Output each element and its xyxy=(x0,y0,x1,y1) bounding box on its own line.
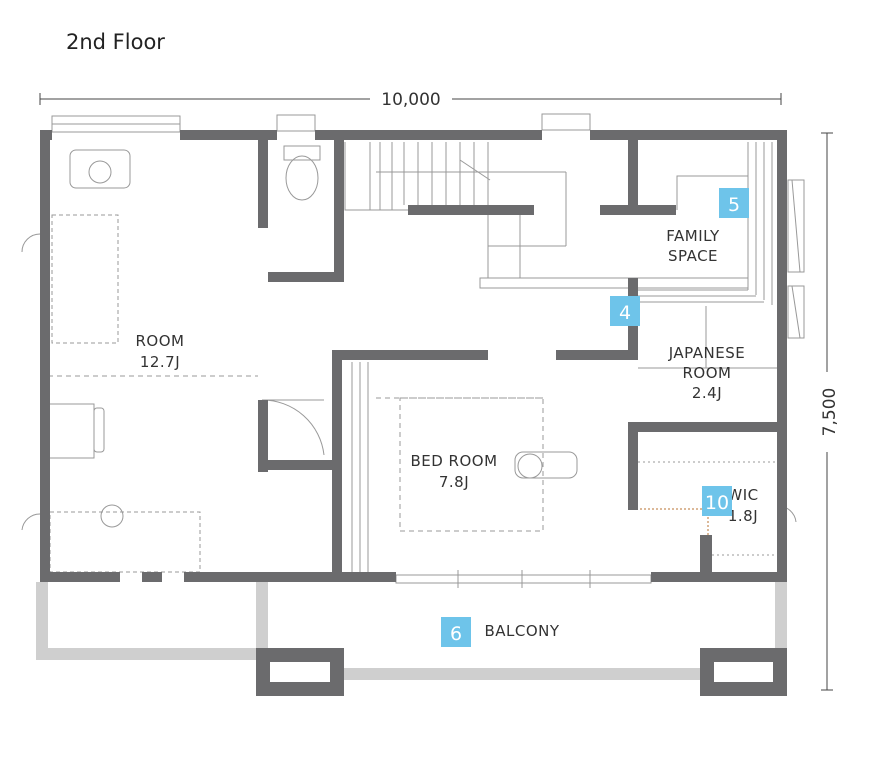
family-space-label-2: SPACE xyxy=(668,247,718,265)
japanese-room-label-1: JAPANESE xyxy=(668,344,745,362)
walls xyxy=(40,130,787,696)
width-dimension xyxy=(39,93,782,105)
balcony-label: BALCONY xyxy=(484,622,559,640)
room-size: 12.7J xyxy=(140,353,180,371)
height-dimension xyxy=(821,132,833,691)
svg-text:6: 6 xyxy=(450,623,462,645)
svg-text:5: 5 xyxy=(728,194,740,216)
floor-title: 2nd Floor xyxy=(66,30,165,54)
wic-label: WIC xyxy=(727,486,758,504)
balcony-walls xyxy=(36,582,787,680)
svg-text:4: 4 xyxy=(619,302,631,324)
balcony-box-inner xyxy=(270,662,773,682)
family-space-label-1: FAMILY xyxy=(666,227,720,245)
badge-5[interactable]: 5 xyxy=(719,188,749,218)
japanese-room-size: 2.4J xyxy=(692,384,722,402)
bedroom-size: 7.8J xyxy=(439,473,469,491)
height-label: 7,500 xyxy=(820,388,840,437)
japanese-room-label-2: ROOM xyxy=(683,364,732,382)
badge-6[interactable]: 6 xyxy=(441,617,471,647)
room-label: ROOM xyxy=(136,332,185,350)
bedroom-label: BED ROOM xyxy=(410,452,497,470)
badge-4[interactable]: 4 xyxy=(610,296,640,326)
badge-10[interactable]: 10 xyxy=(702,486,732,516)
svg-text:10: 10 xyxy=(705,492,729,514)
wic-size: 1.8J xyxy=(728,507,758,525)
width-label: 10,000 xyxy=(381,90,440,110)
